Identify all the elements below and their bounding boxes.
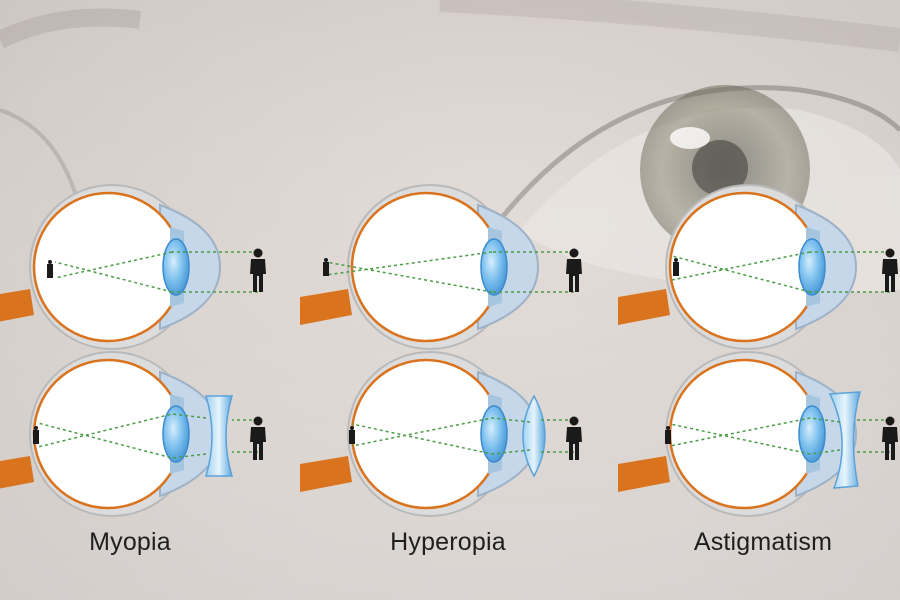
astigmatism-label: Astigmatism	[633, 528, 893, 557]
hyperopia-label: Hyperopia	[318, 528, 578, 557]
person-icon	[566, 249, 582, 293]
person-icon	[250, 417, 266, 461]
person-icon	[882, 417, 898, 461]
person-icon	[250, 249, 266, 293]
astigmatism-corrected	[618, 352, 898, 516]
astigmatism-uncorrected	[618, 185, 898, 349]
myopia-uncorrected	[0, 185, 266, 349]
person-icon	[566, 417, 582, 461]
retina-image-icon	[323, 258, 329, 276]
hyperopia-uncorrected	[300, 185, 582, 349]
person-icon	[882, 249, 898, 293]
myopia-corrected	[0, 352, 266, 516]
hyperopia-corrected	[300, 352, 582, 516]
myopia-label: Myopia	[0, 528, 260, 557]
